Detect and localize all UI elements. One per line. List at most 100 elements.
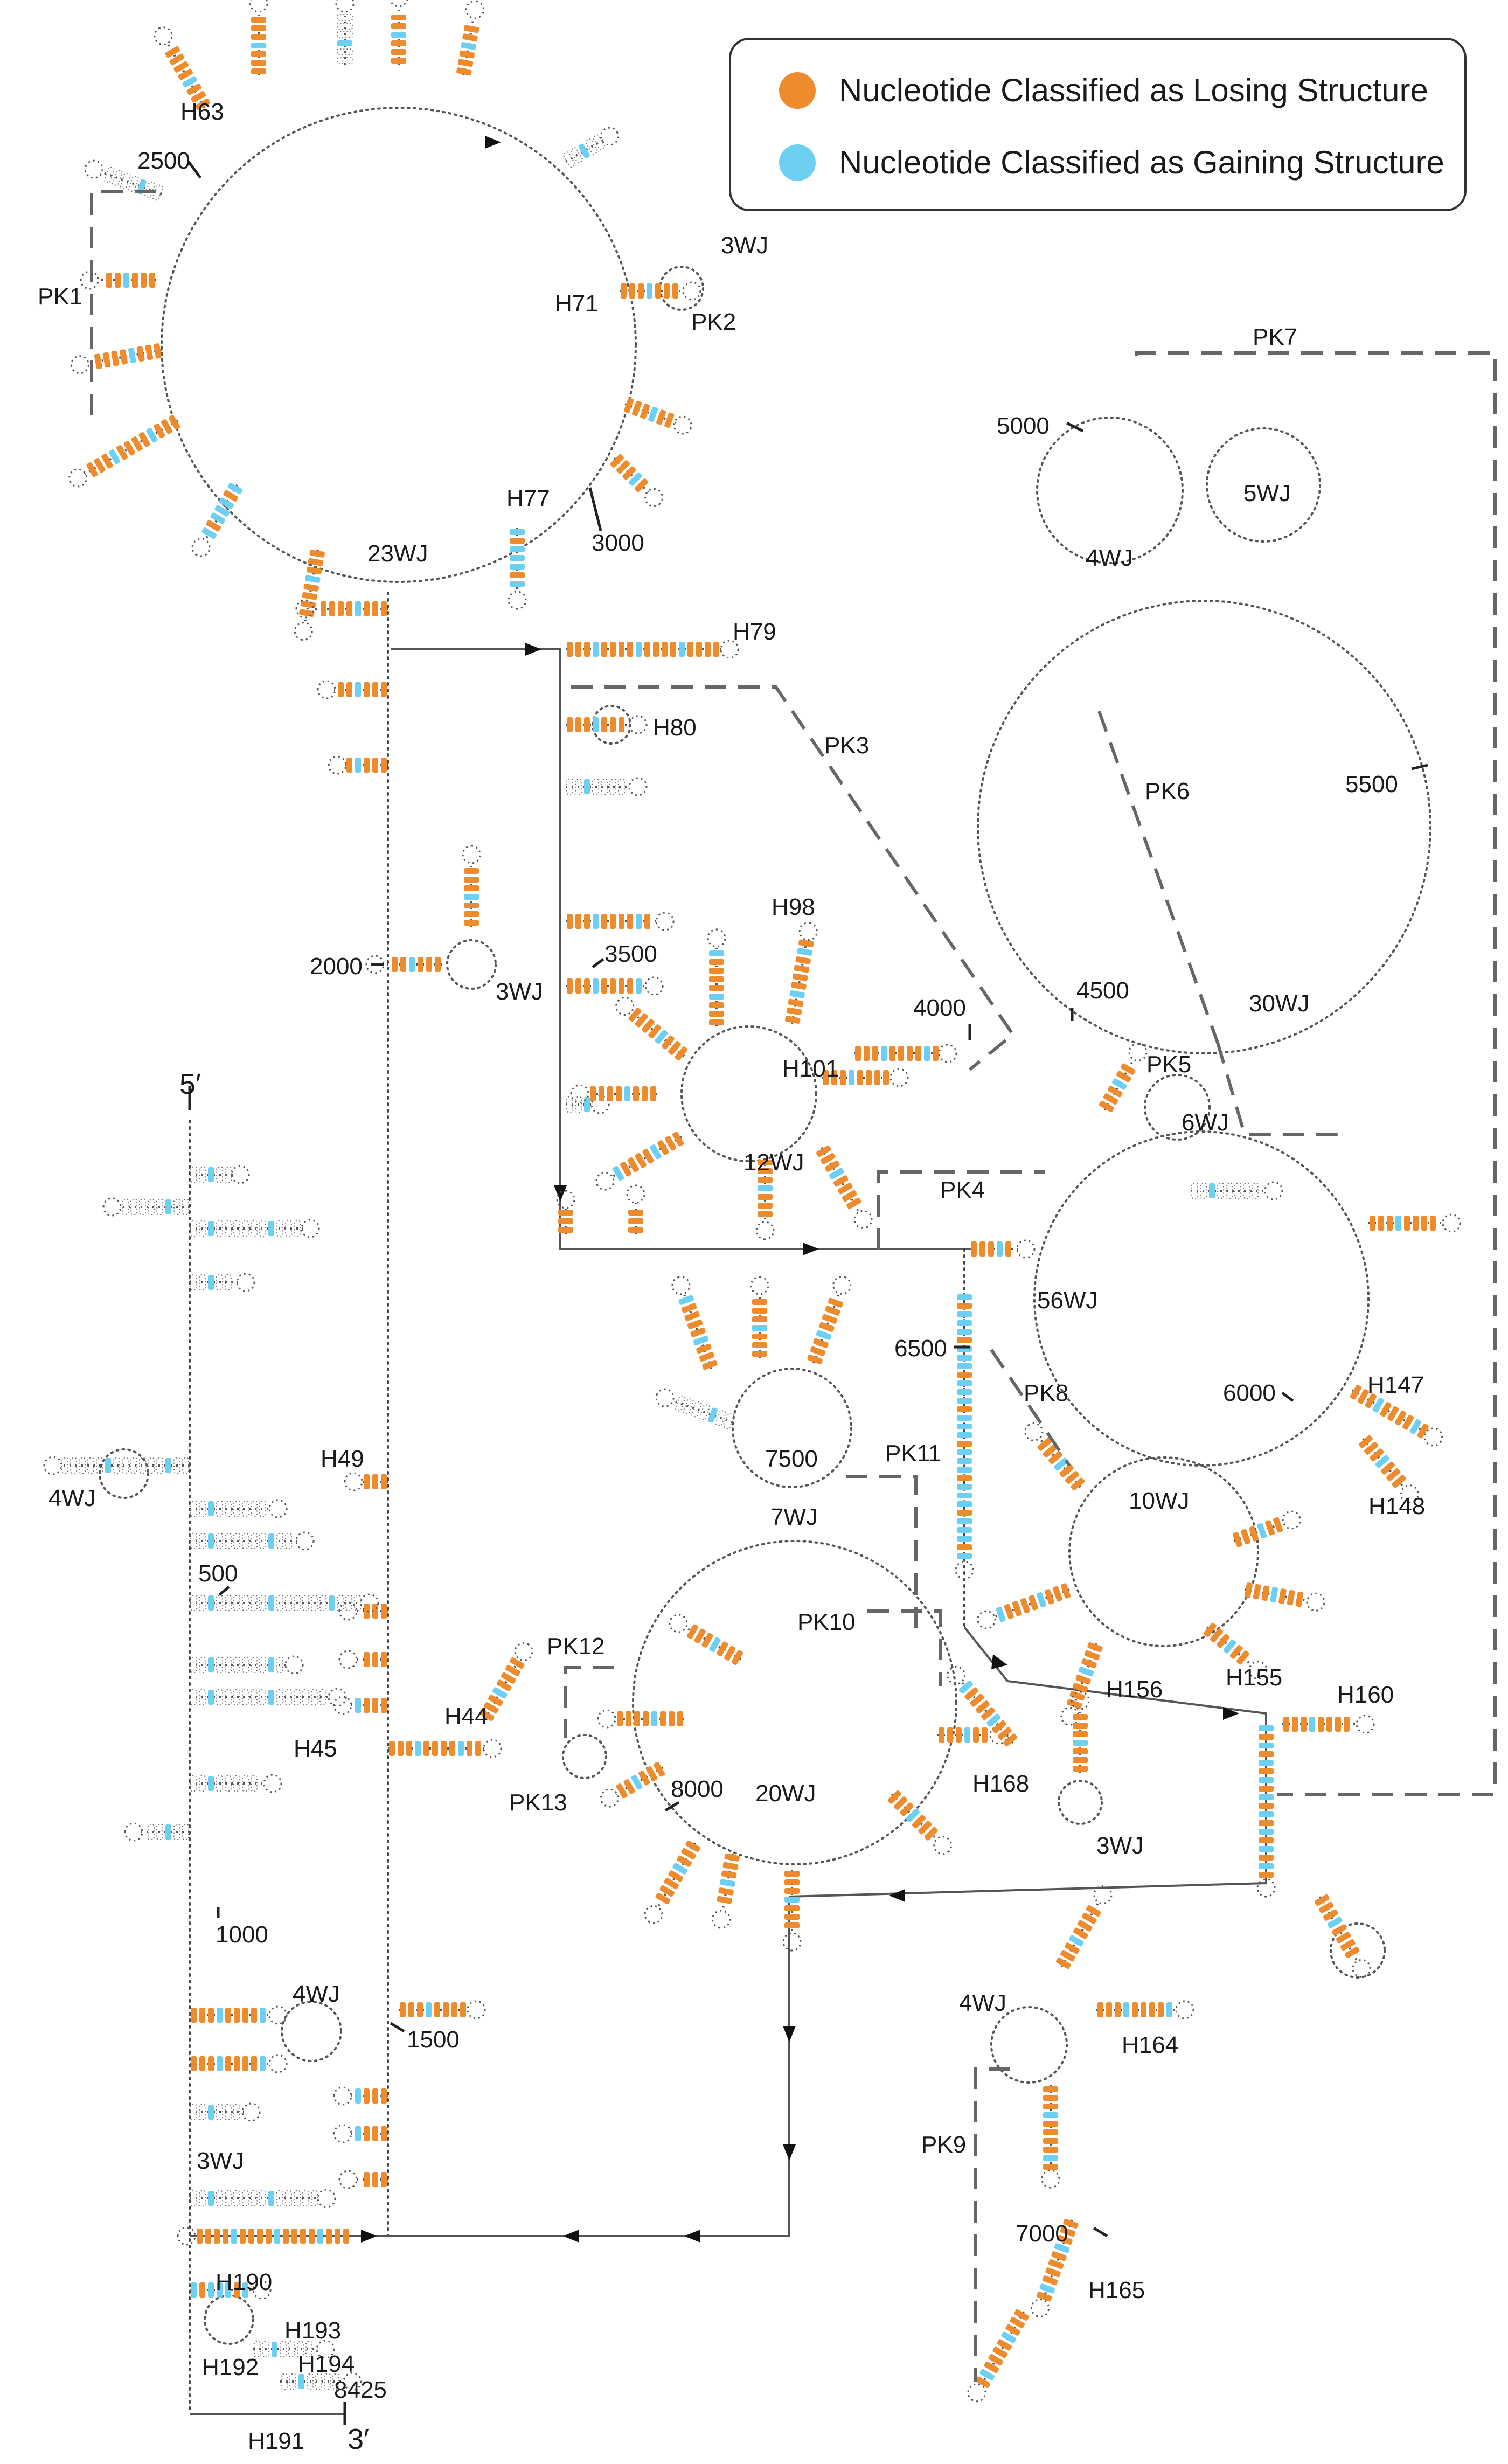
label-h156: H156 — [1106, 1676, 1163, 1703]
base-pair — [173, 61, 189, 73]
base-pair — [957, 1536, 972, 1542]
label-pk5: PK5 — [1146, 1051, 1191, 1078]
base-pair — [1326, 1717, 1332, 1732]
base-pair — [1060, 2226, 1076, 2237]
base-pair — [1043, 2086, 1058, 2092]
helix-stem — [1060, 1642, 1103, 1726]
base-pair — [451, 2002, 457, 2017]
base-pair — [724, 1646, 736, 1661]
helix-stem — [190, 1531, 315, 1551]
label-pk10: PK10 — [797, 1609, 856, 1635]
base-pair — [501, 1672, 516, 1684]
helix-stem — [389, 0, 408, 65]
loop-h190 — [204, 2294, 254, 2345]
hairpin-loop — [1128, 1043, 1148, 1062]
base-pair — [1350, 1384, 1362, 1400]
base-pair — [1073, 1723, 1088, 1729]
base-pair — [426, 2002, 432, 2017]
base-pair — [268, 1221, 274, 1236]
legend-frame — [729, 38, 1467, 211]
base-pair — [381, 682, 387, 697]
base-pair — [364, 1652, 370, 1667]
base-pair — [620, 1161, 632, 1177]
hairpin-loop — [1256, 1878, 1276, 1898]
label-h98: H98 — [772, 894, 815, 920]
base-pair — [1073, 1740, 1088, 1746]
base-pair — [105, 1458, 111, 1473]
base-pair — [199, 2282, 205, 2298]
base-pair — [629, 283, 635, 299]
helix-stem — [328, 755, 388, 775]
base-pair — [154, 343, 162, 359]
helix-stem — [854, 1044, 957, 1063]
hairpin-loop — [967, 2383, 986, 2403]
base-pair — [459, 50, 475, 59]
base-pair — [182, 76, 198, 88]
base-pair — [364, 758, 370, 773]
base-pair — [1158, 2002, 1164, 2017]
base-pair — [268, 1657, 274, 1672]
base-pair — [208, 1533, 214, 1549]
base-pair — [1097, 2002, 1103, 2017]
base-pair — [849, 1070, 854, 1085]
base-pair — [645, 1766, 658, 1781]
label-2000: 2000 — [310, 953, 363, 980]
base-pair — [259, 1501, 266, 1517]
helix-stem — [253, 2340, 335, 2359]
base-pair — [752, 1299, 767, 1305]
base-pair — [1051, 2251, 1067, 2261]
base-pair — [1421, 1216, 1427, 1231]
base-pair — [575, 914, 581, 929]
base-pair — [381, 1698, 387, 1713]
base-pair — [752, 1308, 767, 1314]
base-pair — [634, 1711, 640, 1726]
base-pair — [655, 283, 661, 299]
hairpin-loop — [707, 928, 726, 948]
base-pair — [823, 1070, 829, 1085]
base-pair — [510, 581, 525, 587]
base-pair — [612, 1165, 624, 1181]
base-pair — [283, 2229, 289, 2244]
legend-swatch-losing — [779, 72, 816, 109]
base-pair — [992, 1720, 1006, 1733]
helix-stem — [456, 0, 485, 76]
base-pair — [1054, 2243, 1070, 2253]
base-pair — [957, 1544, 972, 1550]
base-pair — [664, 412, 675, 428]
base-pair — [1259, 1743, 1274, 1748]
base-pair — [1234, 1183, 1241, 1199]
base-pair — [699, 1351, 715, 1362]
base-pair — [1075, 1675, 1091, 1685]
base-pair — [721, 1870, 737, 1879]
helix-stem — [970, 1239, 1036, 1259]
base-pair — [1043, 2147, 1058, 2153]
hairpin-loop — [268, 1499, 288, 1518]
loop-30wj — [977, 600, 1431, 1054]
base-pair — [619, 717, 624, 732]
hairpin-loop — [1442, 1213, 1461, 1233]
base-pair — [918, 1821, 932, 1835]
base-pair — [672, 283, 678, 299]
arrow-head-left-2 — [563, 2230, 579, 2243]
base-pair — [415, 1741, 421, 1756]
base-pair — [1259, 1820, 1274, 1826]
base-pair — [601, 978, 607, 994]
base-pair — [1394, 1410, 1407, 1426]
base-pair — [223, 490, 239, 502]
hairpin-loop — [338, 1601, 358, 1621]
hairpin-loop — [938, 1044, 957, 1063]
base-pair — [957, 1518, 972, 1524]
base-pair — [441, 1741, 447, 1756]
base-pair — [640, 404, 650, 419]
base-pair — [479, 1709, 495, 1722]
base-pair — [355, 2126, 361, 2141]
base-pair — [251, 68, 266, 74]
base-pair — [1086, 1905, 1101, 1917]
base-pair — [120, 349, 128, 365]
base-pair — [201, 527, 217, 539]
base-pair — [432, 1741, 438, 1756]
base-pair — [1283, 1717, 1289, 1732]
base-pair — [1115, 2002, 1121, 2017]
hairpin-loop — [124, 1822, 143, 1842]
base-pair — [824, 1160, 840, 1172]
